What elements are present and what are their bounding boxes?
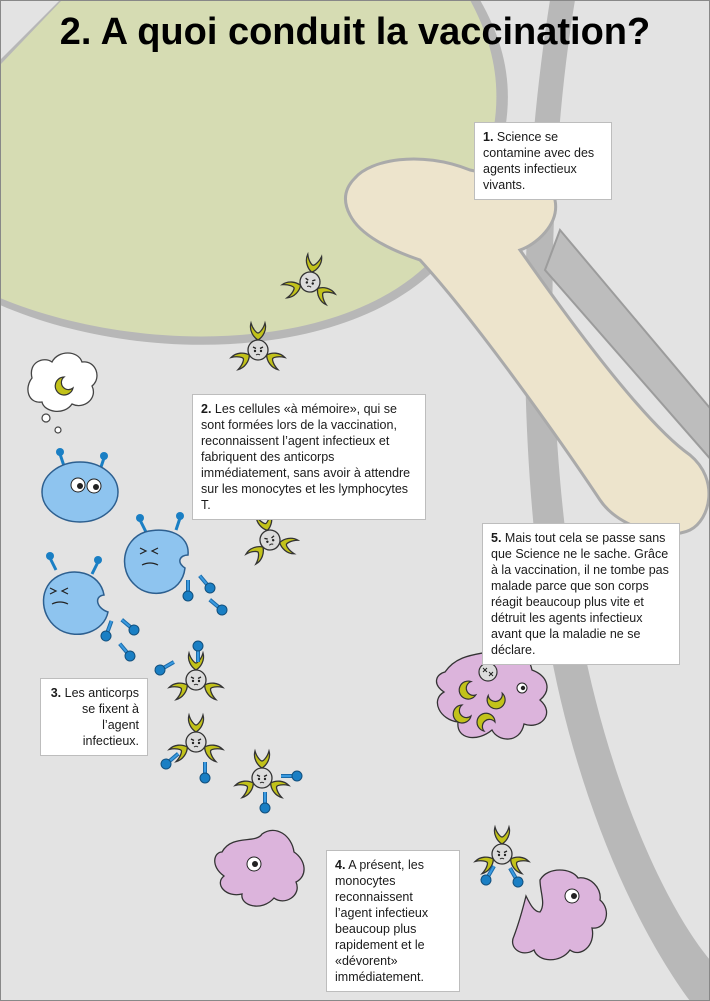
- step-text: Les anticorps se fixent à l’agent infect…: [64, 686, 139, 748]
- step-text: Mais tout cela se passe sans que Science…: [491, 531, 669, 657]
- step-2-caption: 2. Les cellules «à mémoire», qui se sont…: [192, 394, 426, 520]
- page-title: 2. A quoi conduit la vaccination?: [59, 11, 651, 53]
- lymphocyte-cell: [42, 552, 109, 635]
- monocyte-cell: [511, 869, 608, 961]
- lymphocyte-cell: [41, 448, 119, 523]
- step-text: Science se contamine avec des agents inf…: [483, 130, 595, 192]
- step-4-caption: 4. A présent, les monocytes reconnaissen…: [326, 850, 460, 992]
- step-1-caption: 1. Science se contamine avec des agents …: [474, 122, 612, 200]
- lymphocyte-cell: [123, 512, 189, 595]
- step-number: 1.: [483, 130, 494, 144]
- step-number: 3.: [50, 686, 62, 700]
- step-text: Les cellules «à mémoire», qui se sont fo…: [201, 402, 411, 512]
- thought-bubble: [27, 352, 98, 434]
- step-text: A présent, les monocytes reconnaissent l…: [335, 858, 429, 984]
- step-3-caption: 3. Les anticorps se fixent à l’agent inf…: [40, 678, 148, 756]
- monocyte-cell: [214, 829, 305, 907]
- step-number: 2.: [201, 402, 212, 416]
- step-number: 5.: [491, 531, 502, 545]
- step-5-caption: 5. Mais tout cela se passe sans que Scie…: [482, 523, 680, 665]
- step-number: 4.: [335, 858, 346, 872]
